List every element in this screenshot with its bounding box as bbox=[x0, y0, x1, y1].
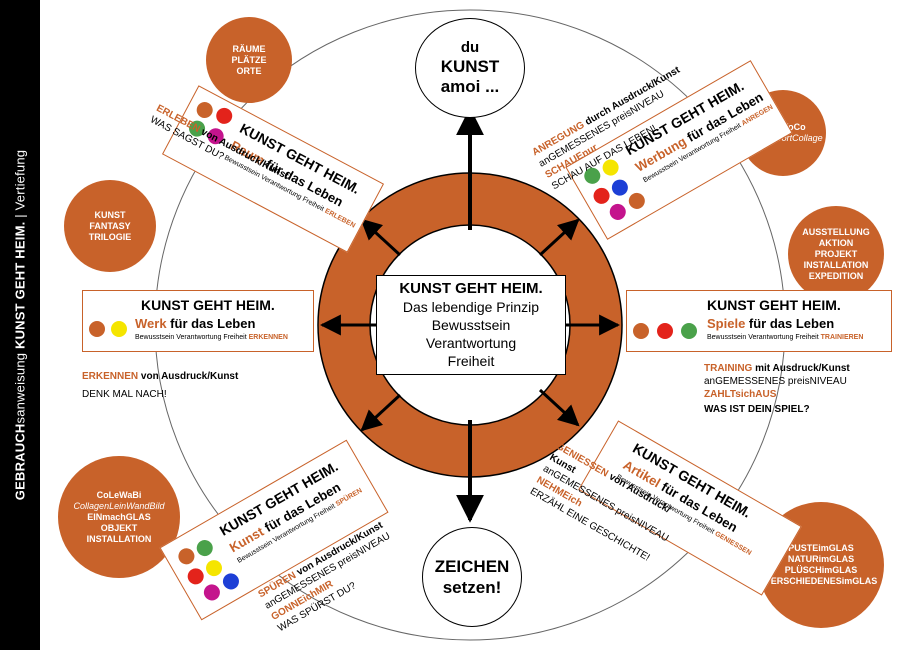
sidebar: GEBRAUCHsanweisung KUNST GEHT HEIM. | Ve… bbox=[0, 0, 40, 650]
bubble-pusteimglas-line: NATURimGLAS bbox=[787, 554, 855, 564]
dot-blue bbox=[220, 570, 242, 593]
bubble-colewabi-line5: INSTALLATION bbox=[86, 533, 152, 544]
arrow-down-left bbox=[360, 393, 402, 432]
bubble-raeume-line: ORTE bbox=[236, 65, 262, 76]
dot-yellow bbox=[111, 321, 127, 337]
center-line2: Bewusstsein bbox=[431, 317, 511, 333]
bubble-raeume-line: PLÄTZE bbox=[231, 54, 267, 65]
text-training-line4: WAS IST DEIN SPIEL? bbox=[704, 404, 810, 415]
bubble-pusteimglas-line: VERSCHIEDENESimGLAS bbox=[764, 576, 878, 586]
dot-orange bbox=[89, 321, 105, 337]
dot-orange bbox=[175, 545, 198, 568]
bubble-ausstellung-line: AUSSTELLUNG bbox=[802, 226, 870, 237]
dot-red bbox=[657, 323, 673, 339]
dot-green bbox=[681, 323, 697, 339]
dot-orange bbox=[633, 323, 649, 339]
card-artikel-verb: GENIESSEN bbox=[713, 530, 753, 558]
card-spiele-small: Bewusstsein Verantwortung Freiheit bbox=[707, 334, 821, 341]
card-werk-word: Werk bbox=[135, 316, 167, 331]
bubble-colewabi: CoLeWaBi CollagenLeinWandBild EINmachGLA… bbox=[58, 456, 180, 578]
card-spiele-title: KUNST GEHT HEIM. bbox=[707, 297, 841, 313]
bubble-pusteimglas: PUSTEimGLAS NATURimGLAS PLÜSCHimGLAS VER… bbox=[758, 502, 884, 628]
bottom-node-line2: setzen! bbox=[442, 578, 502, 597]
card-spiele-rest: für das Leben bbox=[745, 316, 835, 331]
arrow-up-right bbox=[538, 218, 580, 257]
bubble-pusteimglas-line: PLÜSCHimGLAS bbox=[784, 565, 858, 575]
bubble-kunst-fantasy: KUNST FANTASY TRILOGIE bbox=[64, 180, 156, 272]
bubble-colewabi-line1: CoLeWaBi bbox=[96, 489, 142, 500]
card-werk-title: KUNST GEHT HEIM. bbox=[141, 297, 275, 313]
text-training-line2: anGEMESSENES preisNIVEAU bbox=[704, 376, 847, 387]
text-erkennen-rest: von Ausdruck/Kunst bbox=[138, 371, 239, 382]
bottom-node: ZEICHEN setzen! bbox=[422, 527, 522, 627]
text-erkennen-line2: DENK MAL NACH! bbox=[82, 389, 167, 400]
card-spiele: KUNST GEHT HEIM. Spiele für das Leben Be… bbox=[626, 290, 892, 352]
bubble-ausstellung-line: AKTION bbox=[818, 237, 854, 248]
card-raum-verb: ERLEBEN bbox=[323, 207, 357, 230]
center-line3: Verantwortung bbox=[425, 335, 517, 351]
card-werk: KUNST GEHT HEIM. Werk für das Leben Bewu… bbox=[82, 290, 314, 352]
dot-red bbox=[184, 565, 207, 588]
dot-orange bbox=[193, 99, 216, 121]
arrow-up-left bbox=[360, 218, 402, 257]
bubble-kunst-fantasy-line: TRILOGIE bbox=[88, 231, 132, 242]
dot-orange bbox=[625, 189, 648, 212]
center-title: KUNST GEHT HEIM. bbox=[399, 280, 543, 297]
arrow-down-right bbox=[538, 388, 580, 427]
dot-magenta bbox=[606, 200, 629, 223]
card-werk-small: Bewusstsein Verantwortung Freiheit bbox=[135, 334, 249, 341]
bubble-kunst-fantasy-line: FANTASY bbox=[89, 220, 131, 231]
top-node: du KUNST amoi ... bbox=[415, 18, 525, 118]
dot-magenta bbox=[200, 581, 223, 604]
center-line4: Freiheit bbox=[447, 353, 495, 369]
bubble-ausstellung: AUSSTELLUNG AKTION PROJEKT INSTALLATION … bbox=[788, 206, 884, 302]
top-node-line3: amoi ... bbox=[440, 77, 500, 96]
bubble-ausstellung-line: PROJEKT bbox=[814, 248, 858, 259]
bubble-ausstellung-line: INSTALLATION bbox=[803, 259, 869, 270]
center-line1: Das lebendige Prinzip bbox=[402, 299, 540, 315]
bubble-colewabi-line3: EINmachGLAS bbox=[87, 511, 151, 522]
dot-blue bbox=[608, 176, 631, 199]
text-training: TRAINING mit Ausdruck/Kunst anGEMESSENES… bbox=[704, 362, 850, 416]
card-werk-rest: für das Leben bbox=[166, 316, 256, 331]
dot-red bbox=[213, 105, 236, 127]
dot-green bbox=[193, 537, 216, 559]
dot-red bbox=[590, 184, 613, 207]
bubble-kunst-fantasy-line: KUNST bbox=[94, 209, 126, 220]
text-training-rest: mit Ausdruck/Kunst bbox=[752, 363, 850, 374]
card-spiele-word: Spiele bbox=[707, 316, 746, 331]
bubble-ausstellung-line: EXPEDITION bbox=[808, 270, 864, 281]
text-erkennen-accent: ERKENNEN bbox=[82, 371, 139, 382]
card-spiele-verb: TRAINIEREN bbox=[820, 334, 864, 341]
bottom-node-line1: ZEICHEN bbox=[434, 557, 510, 576]
bubble-pusteimglas-line: PUSTEimGLAS bbox=[788, 543, 854, 553]
bubble-colewabi-line2: CollagenLeinWandBild bbox=[73, 500, 165, 511]
bubble-raeume-line: RÄUME bbox=[232, 43, 266, 54]
card-werk-verb: ERKENNEN bbox=[248, 334, 288, 341]
text-training-accent2: ZAHLTsichAUS bbox=[704, 389, 777, 400]
dot-yellow bbox=[203, 557, 225, 580]
bubble-colewabi-line4: OBJEKT bbox=[100, 522, 138, 533]
text-erkennen: ERKENNEN von Ausdruck/Kunst DENK MAL NAC… bbox=[82, 370, 238, 401]
top-node-line2: KUNST bbox=[440, 57, 500, 76]
top-node-line1: du bbox=[460, 39, 480, 56]
bubble-raeume: RÄUME PLÄTZE ORTE bbox=[206, 17, 292, 103]
center-box: KUNST GEHT HEIM. Das lebendige Prinzip B… bbox=[376, 275, 566, 375]
text-training-accent: TRAINING bbox=[704, 363, 753, 374]
